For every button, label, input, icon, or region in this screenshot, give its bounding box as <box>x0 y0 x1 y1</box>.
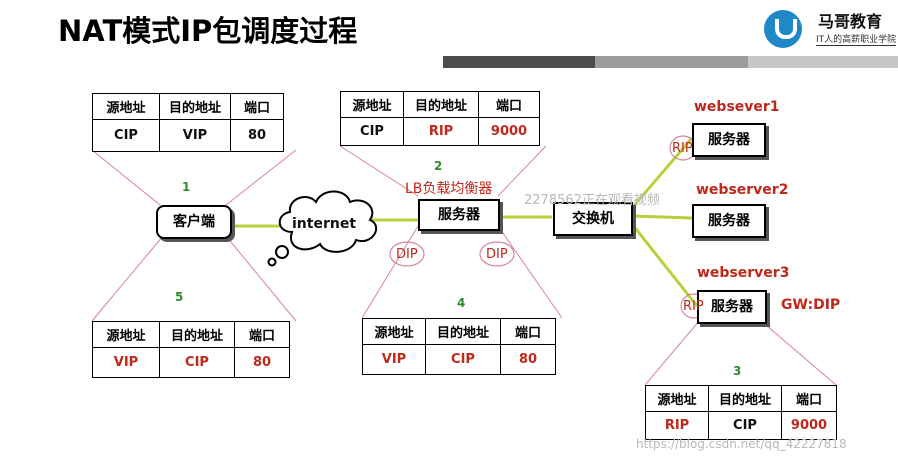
header-port: 端口 <box>230 93 284 120</box>
rip3-label: RIP <box>683 299 704 314</box>
cell-port: 9000 <box>781 411 837 440</box>
header-src: 源地址 <box>362 318 426 345</box>
packet-table-4: 源地址 目的地址 端口 VIP CIP 80 <box>362 318 556 375</box>
brand-slogan: IT人的高薪职业学院 <box>816 32 897 46</box>
switch-node: 交换机 <box>553 202 633 236</box>
client-node: 客户端 <box>156 205 232 239</box>
internet-cloud-icon <box>267 190 377 267</box>
brand-name: 马哥教育 <box>818 12 883 31</box>
cell-src: CIP <box>340 117 404 146</box>
packet-table-1: 源地址 目的地址 端口 CIP VIP 80 <box>92 93 284 152</box>
lb-server-node: 服务器 <box>418 199 500 231</box>
cell-dst: VIP <box>159 119 231 152</box>
cell-port: 9000 <box>478 117 540 146</box>
header-dst: 目的地址 <box>159 321 235 348</box>
header-dst: 目的地址 <box>708 385 782 412</box>
cell-src: VIP <box>362 344 426 375</box>
cell-src: VIP <box>92 347 160 378</box>
header-src: 源地址 <box>645 385 709 412</box>
header-dst: 目的地址 <box>403 91 479 118</box>
cell-dst: CIP <box>425 344 501 375</box>
webserver1-name: websever1 <box>694 99 780 115</box>
step-5: 5 <box>175 290 184 304</box>
url-watermark: https://blog.csdn.net/qq_42227818 <box>636 437 847 451</box>
header-src: 源地址 <box>92 321 160 348</box>
step-1: 1 <box>182 180 191 194</box>
cell-src: RIP <box>645 411 709 440</box>
header-divider-bar <box>443 56 898 68</box>
viewer-watermark: 2278562正在观看视频 <box>524 193 660 208</box>
lb-caption: LB负载均衡器 <box>405 181 493 197</box>
packet-table-5: 源地址 目的地址 端口 VIP CIP 80 <box>92 321 290 378</box>
cell-src: CIP <box>92 119 160 152</box>
packet-table-3: 源地址 目的地址 端口 RIP CIP 9000 <box>645 385 837 440</box>
rip1-label: RIP <box>672 141 693 156</box>
webserver2-name: webserver2 <box>696 182 789 198</box>
internet-label: internet <box>292 216 357 232</box>
header-port: 端口 <box>234 321 290 348</box>
header-port: 端口 <box>478 91 540 118</box>
webserver3-name: webserver3 <box>697 265 790 281</box>
webserver1-node: 服务器 <box>692 123 766 157</box>
header-dst: 目的地址 <box>159 93 231 120</box>
webserver3-gateway: GW:DIP <box>781 297 841 313</box>
cell-dst: CIP <box>708 411 782 440</box>
packet-table-2: 源地址 目的地址 端口 CIP RIP 9000 <box>340 91 540 146</box>
header-port: 端口 <box>781 385 837 412</box>
page-title: NAT模式IP包调度过程 <box>58 14 358 48</box>
step-3: 3 <box>733 364 742 378</box>
header-src: 源地址 <box>92 93 160 120</box>
dip-right-label: DIP <box>486 247 508 262</box>
step-4: 4 <box>457 296 466 310</box>
dip-left-label: DIP <box>396 247 418 262</box>
brand-logo: 马哥教育 IT人的高薪职业学院 <box>748 6 898 54</box>
cell-port: 80 <box>500 344 556 375</box>
step-2: 2 <box>434 159 443 173</box>
cell-port: 80 <box>234 347 290 378</box>
header-src: 源地址 <box>340 91 404 118</box>
cell-dst: CIP <box>159 347 235 378</box>
cell-dst: RIP <box>403 117 479 146</box>
cell-port: 80 <box>230 119 284 152</box>
header-dst: 目的地址 <box>425 318 501 345</box>
header-port: 端口 <box>500 318 556 345</box>
webserver2-node: 服务器 <box>692 204 766 238</box>
webserver3-node: 服务器 <box>697 290 767 324</box>
brand-logo-icon <box>764 10 802 48</box>
